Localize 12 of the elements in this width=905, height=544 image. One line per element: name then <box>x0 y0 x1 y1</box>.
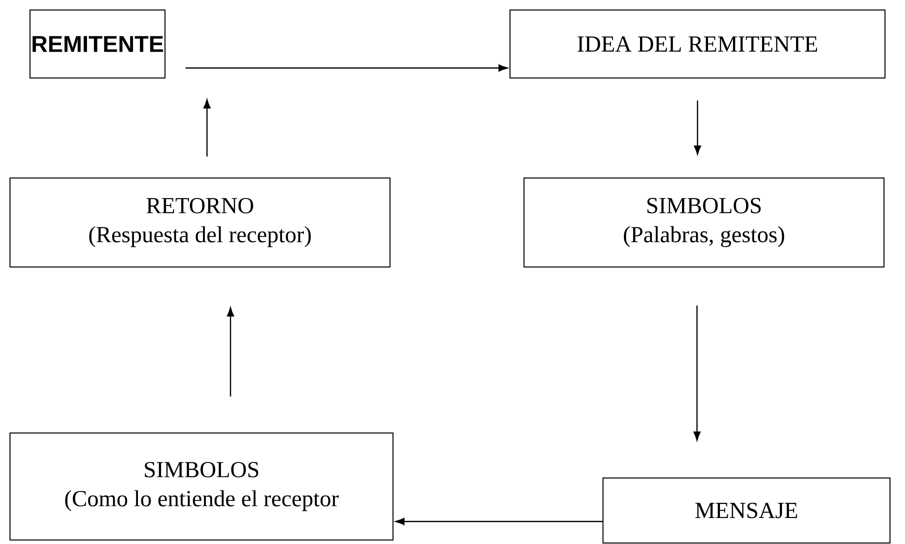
arrow <box>693 306 701 441</box>
arrow <box>186 64 508 72</box>
process-box: REMITENTE <box>30 10 166 78</box>
process-box: IDEA DEL REMITENTE <box>510 10 886 78</box>
arrow <box>694 100 702 155</box>
process-box: RETORNO (Respuesta del receptor) <box>10 178 390 268</box>
arrow <box>395 518 602 526</box>
arrow <box>203 99 211 156</box>
process-box: SIMBOLOS (Palabras, gestos) <box>524 178 884 268</box>
arrow <box>226 307 234 396</box>
process-box: MENSAJE <box>602 478 890 544</box>
process-box: SIMBOLOS (Como lo entiende el receptor <box>10 432 394 540</box>
